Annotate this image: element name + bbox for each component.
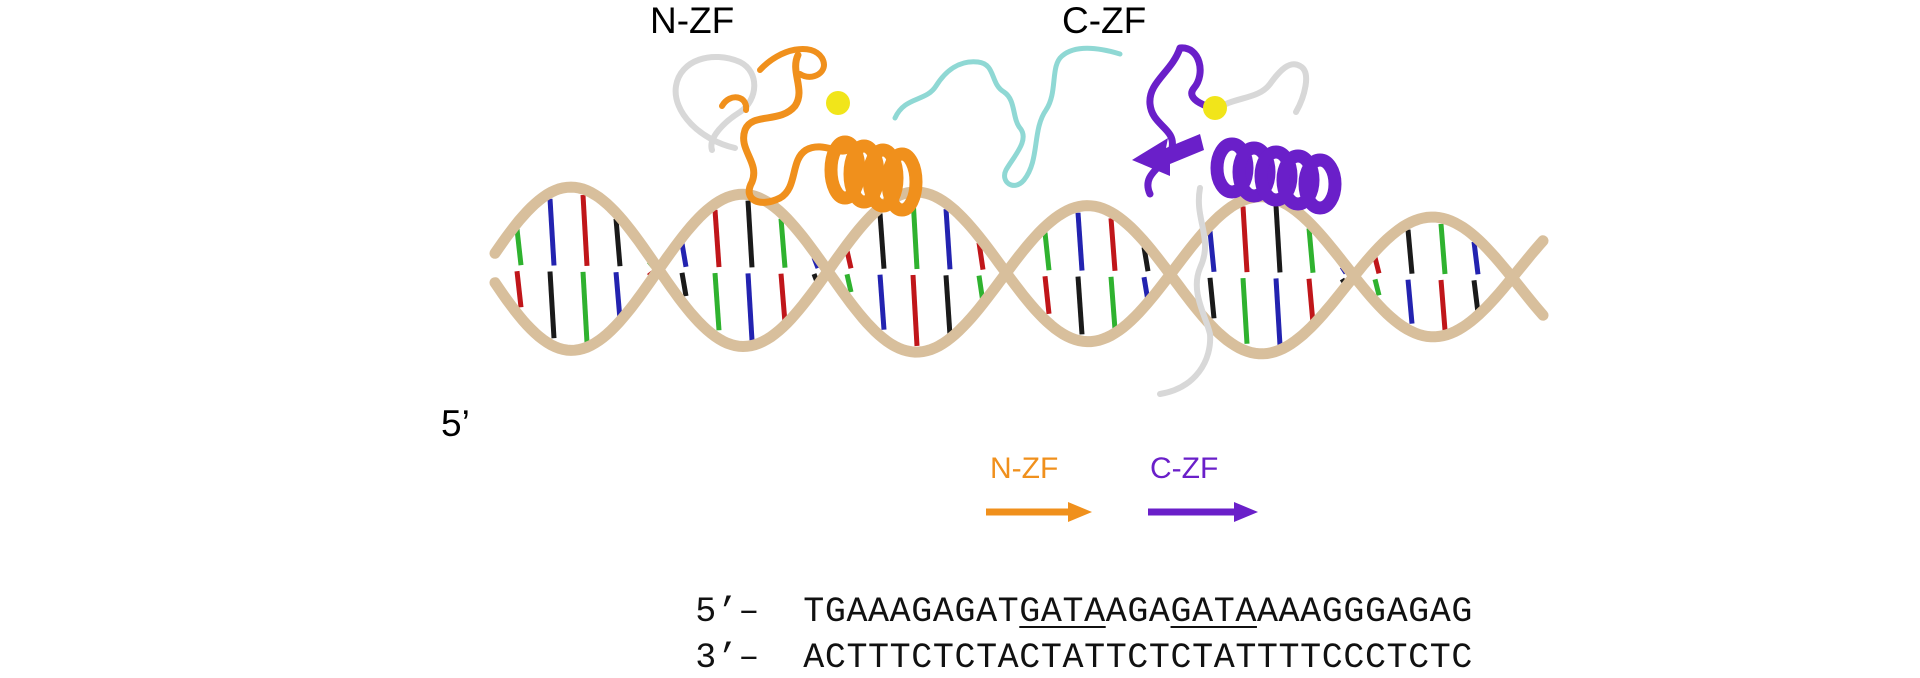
n-zf-alpha-helix [824, 135, 923, 217]
base-stick [943, 275, 953, 336]
base-stick [580, 194, 590, 266]
base-stick [1306, 228, 1316, 273]
base-stick [778, 273, 788, 324]
c-zf-alpha-helix [1210, 137, 1342, 215]
base-stick [1108, 276, 1118, 330]
c-zf-zinc-ion [1203, 96, 1227, 120]
helix-turn [1210, 137, 1254, 199]
base-stick [745, 273, 755, 341]
helix-turn [1276, 149, 1320, 211]
base-stick [844, 250, 854, 269]
base-stick [745, 200, 755, 268]
base-stick [514, 270, 524, 308]
n-zf-ribbon-loop [740, 51, 854, 206]
base-stick [1141, 246, 1151, 272]
bottom-strand-bases: ACTTTCTCTACTATTCTCTATTTTCCCTCTC [803, 638, 1473, 678]
base-stick [976, 242, 986, 270]
n-zf-ribbon-top [719, 45, 827, 113]
sequence-bottom-strand: 3’– ACTTTCTCTACTATTCTCTATTTTCCCTCTC [652, 598, 1473, 678]
sequence-segment: AAAGGGAGAG [1256, 592, 1473, 632]
base-stick [1438, 279, 1448, 331]
base-stick [910, 274, 920, 347]
c-zf-direction-arrow [1148, 502, 1258, 522]
c-zf-structure-label: C-ZF [1062, 0, 1146, 41]
base-stick [1471, 280, 1481, 314]
bottom-strand-prefix: 3’– [695, 638, 761, 678]
n-zf-direction-arrow [986, 502, 1092, 522]
base-stick [778, 218, 788, 268]
n-zf-gray-loop [672, 53, 758, 153]
base-stick [712, 272, 722, 331]
helix-turn [881, 147, 923, 217]
sequence-segment: AGA [1105, 592, 1171, 632]
base-stick [877, 213, 887, 269]
c-zf-ribbon-loop [1144, 44, 1224, 198]
base-stick [1372, 256, 1382, 274]
base-stick [1075, 276, 1085, 335]
base-stick [679, 272, 689, 297]
base-stick [613, 218, 623, 267]
c-zf-beta-sheet-arrow [1132, 134, 1204, 176]
base-stick [1405, 229, 1415, 274]
base-stick [877, 274, 887, 330]
n-zf-structure-label: N-ZF [650, 0, 734, 41]
base-stick [1042, 232, 1052, 271]
base-stick [1240, 206, 1250, 273]
base-stick [943, 208, 953, 270]
helix-turn [1298, 153, 1342, 215]
base-stick [1471, 241, 1481, 275]
base-stick [613, 271, 623, 320]
helix-turn [862, 143, 904, 213]
dna-zinc-finger-figure: N-ZF C-ZF 5’ N-ZF C-ZF [441, 0, 1549, 522]
c-zf-arrow-label: C-ZF [1150, 452, 1218, 485]
top-strand-bases: TGAAAGAGATGATAAGAGATAAAAGGGAGAG [803, 592, 1473, 632]
five-prime-label: 5’ [441, 403, 470, 444]
base-stick [1273, 278, 1283, 346]
n-zf-arrow-label: N-ZF [990, 452, 1058, 485]
base-stick [1273, 205, 1283, 273]
dna-strand-2 [489, 188, 1549, 360]
base-stick [1207, 231, 1217, 273]
base-stick [1207, 277, 1217, 319]
sequence-segment: TGAAAGAGAT [803, 592, 1020, 632]
base-stick [514, 228, 524, 266]
linker-strand [892, 45, 1123, 188]
c-zf-protein [1132, 44, 1342, 397]
base-stick [547, 271, 557, 339]
base-stick [1438, 223, 1448, 275]
base-stick [844, 273, 854, 293]
c-zf-gray-tail [1157, 61, 1310, 397]
base-stick [1042, 275, 1052, 315]
top-strand-prefix: 5’– [695, 592, 761, 632]
base-stick [1405, 279, 1415, 324]
base-stick [1306, 278, 1316, 324]
n-zf-zinc-ion [826, 91, 850, 115]
sequence-top-strand: 5’– TGAAAGAGATGATAAGAGATAAAAGGGAGAG [652, 552, 1473, 632]
helix-turn [824, 135, 866, 205]
dna-double-helix [489, 181, 1549, 360]
helix-turn [1232, 141, 1276, 203]
helix-turn [1254, 145, 1298, 207]
base-stick [712, 209, 722, 268]
helix-turn [843, 139, 885, 209]
dna-strand-1 [489, 181, 1549, 353]
base-stick [1075, 212, 1085, 271]
base-stick [580, 271, 590, 343]
base-stick [547, 198, 557, 266]
n-zf-protein [672, 45, 923, 217]
gata-motif: GATA [1170, 592, 1257, 632]
base-stick [679, 243, 689, 268]
gata-motif: GATA [1019, 592, 1106, 632]
base-stick [1240, 277, 1250, 344]
base-stick [1372, 278, 1382, 296]
base-stick [1108, 218, 1118, 272]
